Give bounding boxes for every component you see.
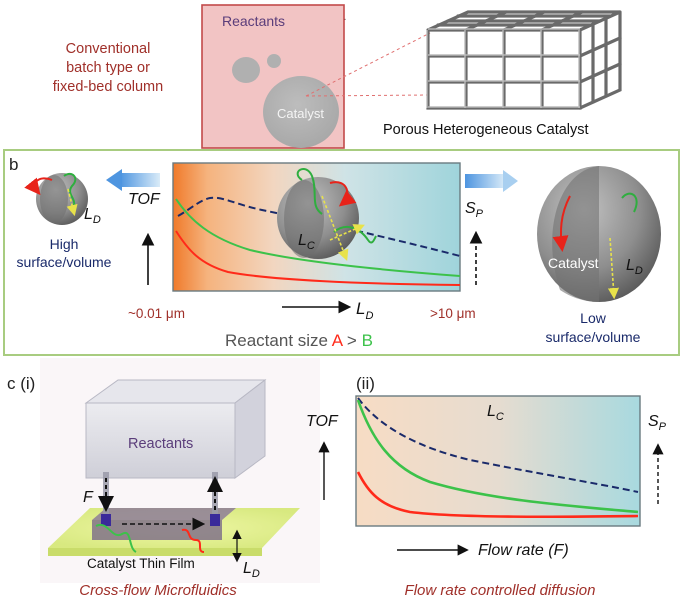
large-particle-catalyst: Catalyst bbox=[548, 255, 599, 271]
high-sv-line-1: High bbox=[50, 236, 79, 252]
chart-b-green-curve bbox=[175, 198, 461, 277]
panel-b-label: b bbox=[9, 155, 18, 174]
thin-film-ld: LD bbox=[243, 560, 260, 580]
chart-c-navy-curve bbox=[357, 397, 639, 493]
caption-c-ii: Flow rate controlled diffusion bbox=[405, 582, 596, 599]
conventional-line-3: fixed-bed column bbox=[53, 79, 163, 95]
catalyst-particle-small bbox=[232, 57, 260, 83]
chart-c-sp: SP bbox=[648, 413, 667, 433]
chart-b-lc: LC bbox=[298, 232, 315, 252]
chart-b-x-min: ~0.01 μm bbox=[128, 306, 185, 321]
conventional-line-1: Conventional bbox=[66, 41, 151, 57]
panel-c-label: c (i) bbox=[7, 374, 35, 393]
device-reactants: Reactants bbox=[128, 436, 193, 452]
large-particle bbox=[537, 166, 661, 302]
catalyst-particle-tiny bbox=[267, 54, 281, 68]
porous-lattice-highlights bbox=[426, 28, 580, 108]
catalyst-label-a: Catalyst bbox=[277, 106, 324, 121]
low-sv-line-1: Low bbox=[580, 310, 607, 326]
reactant-box-title: Reactants bbox=[222, 13, 285, 29]
device-flow-f: F bbox=[83, 489, 94, 506]
chart-b-sp: SP bbox=[465, 200, 484, 220]
panel-b-frame bbox=[3, 149, 680, 356]
chart-c-red-curve bbox=[356, 471, 639, 519]
arrow-to-large-head bbox=[503, 170, 518, 192]
chart-c-tof: TOF bbox=[306, 413, 339, 430]
thin-film-label: Catalyst Thin Film bbox=[87, 556, 195, 571]
chart-c-green-curve bbox=[356, 399, 639, 514]
zoom-line-bottom bbox=[305, 94, 431, 97]
center-particle bbox=[277, 168, 377, 261]
arrow-to-large bbox=[465, 174, 505, 188]
chart-b-red-curve bbox=[175, 230, 461, 286]
chart-c-x-label: Flow rate (F) bbox=[478, 542, 569, 559]
large-particle-ld: LD bbox=[626, 257, 643, 277]
chart-b-navy-curve bbox=[177, 196, 461, 257]
arrow-to-small-head bbox=[106, 169, 122, 191]
catalyst-particle-large bbox=[263, 76, 339, 148]
small-particle-ld: LD bbox=[84, 206, 101, 226]
microfluidic-device bbox=[40, 358, 320, 583]
caption-c-i: Cross-flow Microfluidics bbox=[79, 582, 237, 599]
chart-c-plot bbox=[355, 395, 641, 527]
chart-b-x-label: LD bbox=[356, 299, 373, 322]
panel-c-ii-label: (ii) bbox=[356, 374, 375, 393]
arrow-to-small bbox=[120, 173, 160, 187]
chart-c-lc: LC bbox=[487, 403, 504, 423]
high-sv-line-2: surface/volume bbox=[17, 254, 112, 270]
porous-catalyst-lattice bbox=[426, 10, 622, 110]
chart-b-tof: TOF bbox=[128, 191, 161, 208]
zoom-line-top bbox=[305, 32, 431, 97]
conventional-line-2: batch type or bbox=[66, 60, 150, 76]
porous-caption: Porous Heterogeneous Catalyst bbox=[383, 122, 589, 138]
small-particle bbox=[24, 172, 88, 225]
conventional-label: Conventional batch type or fixed-bed col… bbox=[53, 41, 163, 95]
low-sv-line-2: surface/volume bbox=[546, 329, 641, 345]
chart-b-x-max: >10 μm bbox=[430, 306, 476, 321]
reactant-size-label: Reactant size A > B bbox=[225, 331, 373, 350]
